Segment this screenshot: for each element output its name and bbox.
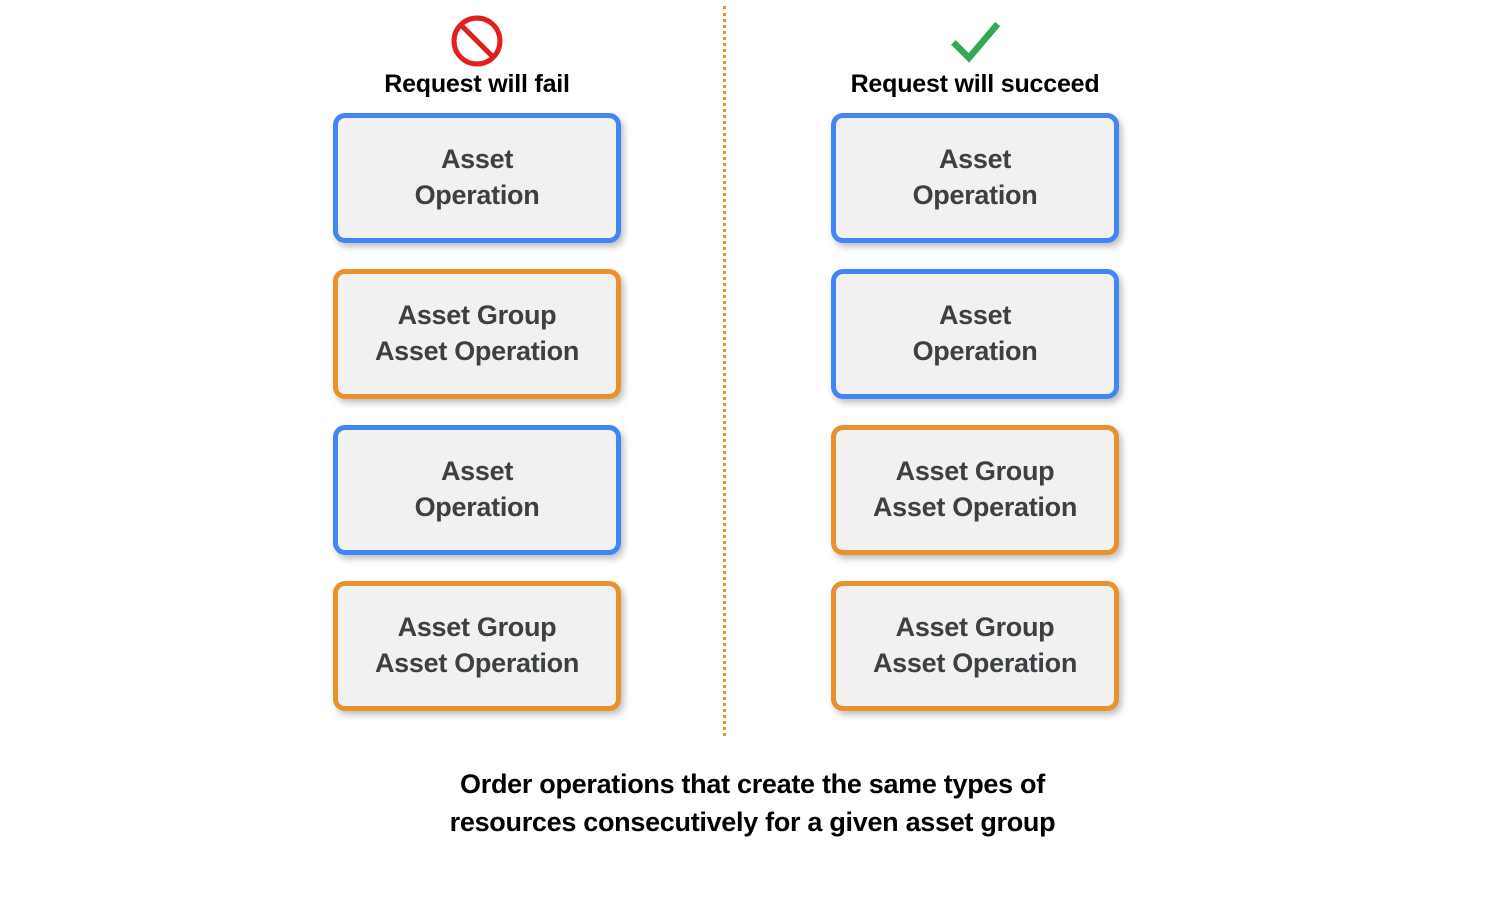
operation-box-asset[interactable]: Asset Operation: [333, 113, 621, 243]
operation-box-label: Asset Group Asset Operation: [872, 612, 1078, 678]
operation-box-asset-group[interactable]: Asset Group Asset Operation: [333, 581, 621, 711]
operation-box-asset-group[interactable]: Asset Group Asset Operation: [831, 425, 1119, 555]
operation-box-label: Asset Group Asset Operation: [374, 300, 580, 366]
operation-box-label: Asset Operation: [414, 456, 540, 522]
operation-box-label: Asset Operation: [414, 144, 540, 210]
operation-box-asset-group[interactable]: Asset Group Asset Operation: [831, 581, 1119, 711]
operation-box-asset-group[interactable]: Asset Group Asset Operation: [333, 269, 621, 399]
column-request-will-fail: Request will fail Asset Operation Asset …: [327, 0, 627, 711]
diagram-caption: Order operations that create the same ty…: [449, 769, 1056, 838]
column-header-succeed: Request will succeed: [825, 0, 1125, 105]
operation-box-label: Asset Operation: [912, 300, 1038, 366]
operation-stack-fail: Asset Operation Asset Group Asset Operat…: [333, 113, 621, 711]
operation-box-label: Asset Operation: [912, 144, 1038, 210]
operation-box-asset[interactable]: Asset Operation: [333, 425, 621, 555]
operation-box-label: Asset Group Asset Operation: [374, 612, 580, 678]
checkmark-icon: [951, 21, 1001, 63]
operation-box-asset[interactable]: Asset Operation: [831, 269, 1119, 399]
operation-box-asset[interactable]: Asset Operation: [831, 113, 1119, 243]
column-divider: [723, 6, 726, 736]
column-header-label-succeed: Request will succeed: [850, 70, 1100, 98]
column-header-fail: Request will fail: [327, 0, 627, 105]
prohibition-icon: [451, 15, 503, 67]
column-header-label-fail: Request will fail: [384, 70, 570, 98]
operation-stack-succeed: Asset Operation Asset Operation Asset Gr…: [831, 113, 1119, 711]
operation-box-label: Asset Group Asset Operation: [872, 456, 1078, 522]
column-request-will-succeed: Request will succeed Asset Operation Ass…: [825, 0, 1125, 711]
